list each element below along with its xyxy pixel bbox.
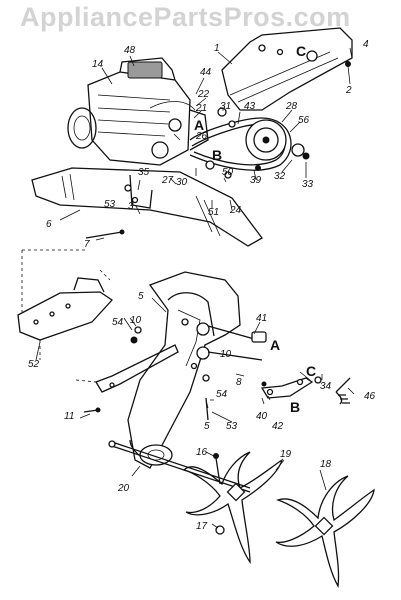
part-number-33: 33: [302, 179, 314, 190]
part-number-42: 42: [272, 421, 284, 432]
part-number-30: 30: [176, 177, 188, 188]
part-number-53-upper: 53: [104, 199, 116, 210]
part-number-39: 39: [250, 175, 262, 186]
part-number-50: 50: [222, 167, 234, 178]
part-number-5-upper: 5: [138, 291, 144, 302]
part-number-21: 21: [196, 103, 208, 114]
part-number-27: 27: [162, 175, 174, 186]
part-number-16: 16: [196, 447, 208, 458]
part-number-32: 32: [274, 171, 286, 182]
linkage: [190, 362, 351, 421]
callout-letter-c-lower: C: [306, 363, 317, 379]
part-number-7: 7: [84, 239, 90, 250]
part-number-10-lower: 10: [220, 349, 232, 360]
part-number-54-upper: 54: [112, 317, 124, 328]
part-number-18: 18: [320, 459, 332, 470]
part-number-28: 28: [286, 101, 298, 112]
part-number-51: 51: [208, 207, 220, 218]
part-number-46: 46: [364, 391, 376, 402]
tine-shaft: [108, 440, 251, 535]
part-number-54-lower: 54: [216, 389, 228, 400]
part-number-40: 40: [256, 411, 268, 422]
part-number-19: 19: [280, 449, 292, 460]
part-number-56: 56: [298, 115, 310, 126]
tine-assembly-right: [275, 475, 375, 589]
part-number-26: 26: [196, 131, 208, 142]
part-number-34: 34: [320, 381, 332, 392]
part-number-4: 4: [363, 39, 369, 50]
bracket-strap: [75, 269, 179, 413]
callout-letter-b-upper: B: [212, 147, 223, 163]
transmission-housing: [127, 271, 267, 469]
belt-guard-cover: [221, 27, 353, 111]
leader-lines: [35, 47, 355, 529]
part-number-20: 20: [118, 483, 130, 494]
engine: [67, 57, 209, 166]
upper-frame: [31, 167, 263, 247]
part-number-22: 22: [198, 89, 210, 100]
callout-letter-c-upper: C: [296, 43, 307, 59]
part-number-11: 11: [64, 411, 75, 422]
belt-pulleys: [189, 107, 310, 179]
watermark: AppliancePartsPros.com: [20, 2, 351, 32]
part-number-5-lower: 5: [204, 421, 210, 432]
part-number-17: 17: [196, 521, 208, 532]
part-number-35: 35: [138, 167, 150, 178]
part-number-31: 31: [220, 101, 232, 112]
part-number-43: 43: [244, 101, 256, 112]
part-number-14: 14: [92, 59, 104, 70]
part-number-10-upper: 10: [130, 315, 142, 326]
callout-letter-b-lower: B: [290, 399, 301, 415]
part-number-44: 44: [200, 67, 212, 78]
part-number-2: 2: [346, 85, 352, 96]
part-number-52: 52: [28, 359, 40, 370]
callout-letter-a-upper: A: [194, 117, 205, 133]
part-number-48: 48: [124, 45, 136, 56]
part-number-6: 6: [46, 219, 52, 230]
part-number-53-lower: 53: [226, 421, 238, 432]
frame-plate: [17, 249, 113, 360]
part-number-3: 3: [128, 201, 134, 212]
part-number-1: 1: [214, 43, 220, 54]
part-number-41: 41: [256, 313, 268, 324]
part-number-24: 24: [230, 205, 242, 216]
callout-letter-a-lower: A: [270, 337, 281, 353]
part-number-8: 8: [236, 377, 242, 388]
tine-assembly-left: [182, 451, 284, 565]
